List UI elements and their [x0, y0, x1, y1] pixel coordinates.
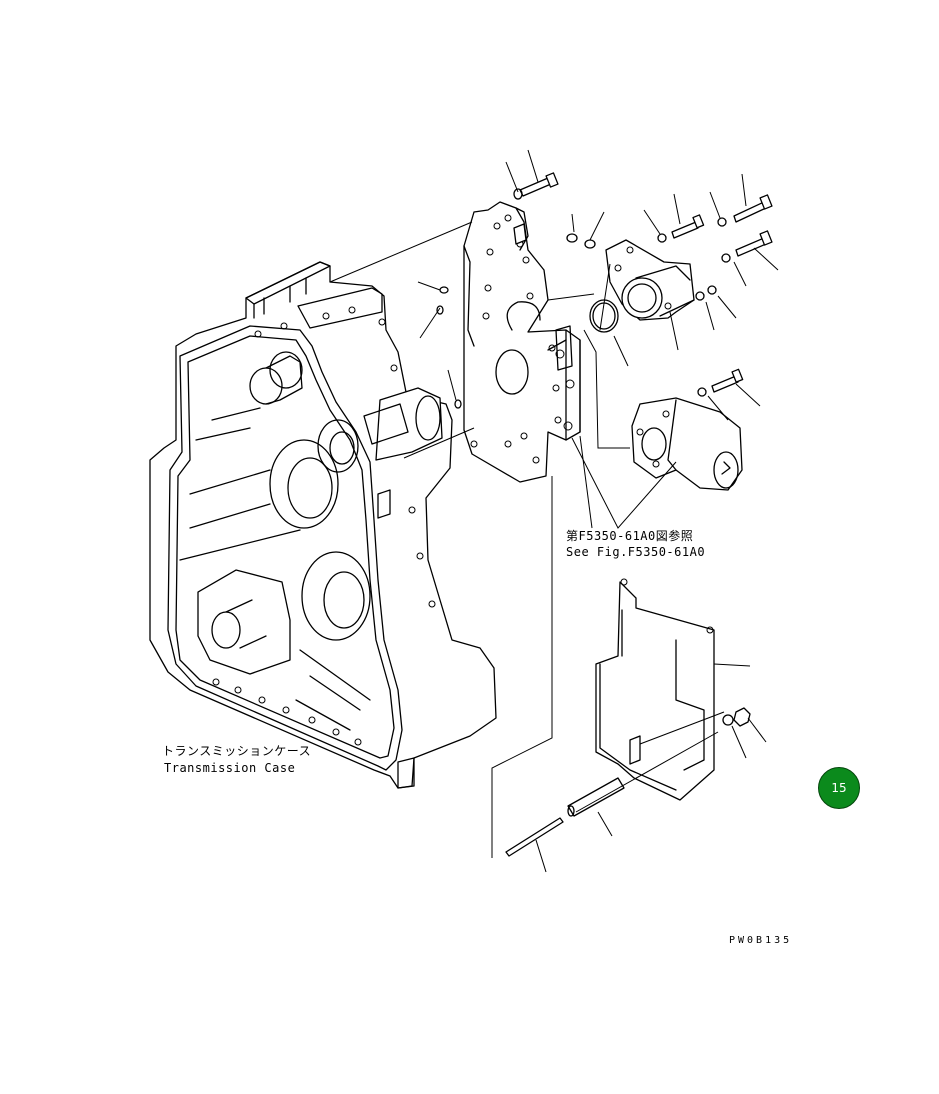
drawing-code: PW0B135 — [729, 935, 793, 946]
page-number-badge[interactable]: 15 — [818, 767, 860, 809]
valve-housing-upper — [589, 239, 695, 333]
transmission-case-label-ja: トランスミッションケース — [162, 744, 312, 758]
valve-housing-lower — [631, 397, 743, 491]
valve-plate — [463, 201, 581, 483]
transmission-case — [149, 261, 497, 789]
transmission-case-label-en: Transmission Case — [164, 761, 296, 775]
fasteners — [436, 172, 773, 857]
reference-label-ja: 第F5350-61A0図参照 — [566, 529, 694, 543]
cover-plate — [595, 578, 715, 801]
reference-label-en: See Fig.F5350-61A0 — [566, 545, 706, 559]
leader-lines — [329, 149, 779, 873]
